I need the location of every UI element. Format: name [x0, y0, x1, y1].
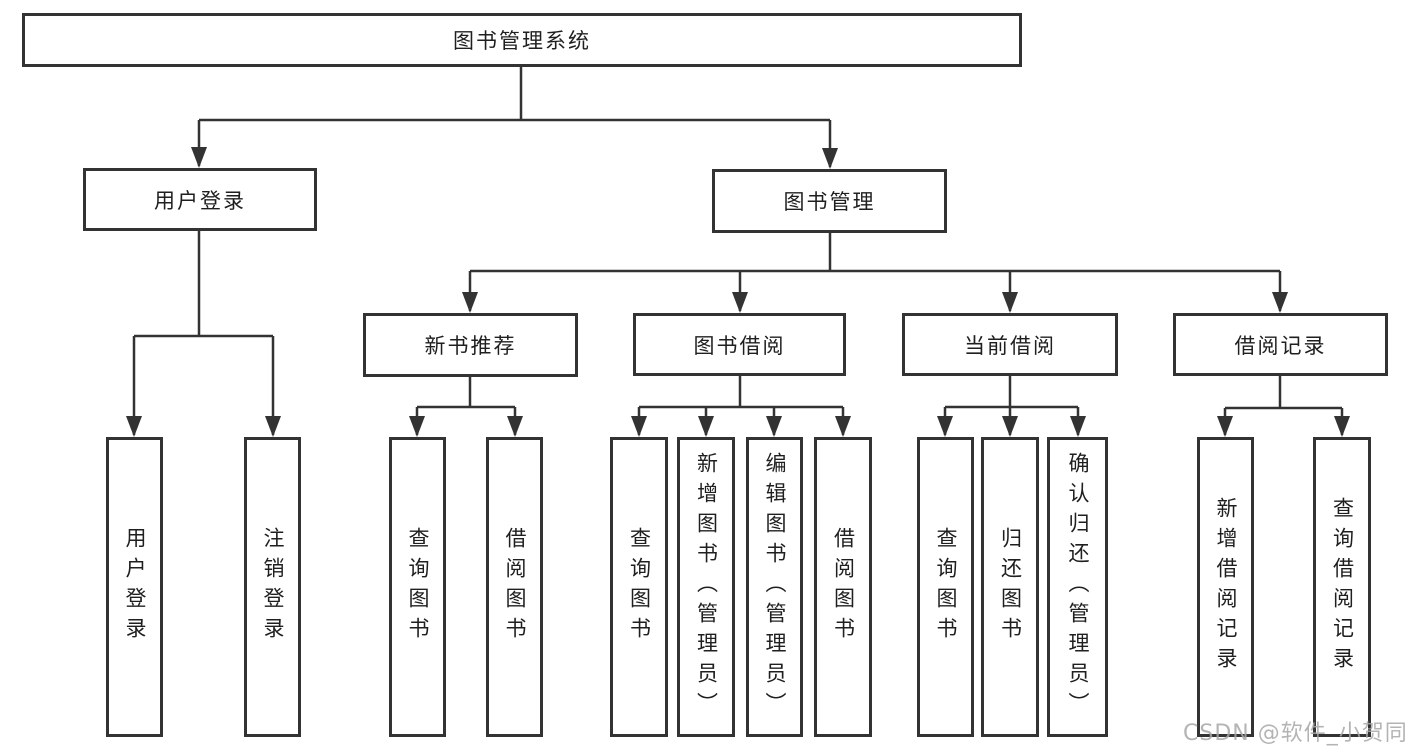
leaf-query-borrow-record: 查询借阅记录	[1313, 437, 1371, 737]
leaf-confirm-return-admin: 确认归还（管理员）	[1047, 437, 1108, 737]
leaf-add-borrow-record: 新增借阅记录	[1197, 437, 1254, 737]
leaf-add-books-admin: 新增图书（管理员）	[677, 437, 735, 737]
leaf-label: 新增图书（管理员）	[694, 452, 719, 722]
leaf-query-books-2: 查询图书	[610, 437, 668, 737]
node-new-book-recommend: 新书推荐	[363, 313, 578, 377]
node-label: 图书借阅	[693, 333, 786, 358]
leaf-label: 编辑图书（管理员）	[763, 452, 787, 722]
node-user-login: 用户登录	[83, 168, 317, 231]
leaf-label: 确认归还（管理员）	[1066, 452, 1090, 722]
leaf-label: 归还图书	[998, 527, 1023, 647]
node-label: 图书管理系统	[453, 29, 591, 53]
leaf-label: 借阅图书	[831, 527, 856, 647]
node-label: 用户登录	[154, 188, 246, 213]
leaf-borrow-books-2: 借阅图书	[814, 437, 872, 737]
leaf-query-books-3: 查询图书	[917, 437, 974, 737]
leaf-borrow-books: 借阅图书	[486, 437, 543, 737]
leaf-label: 查询图书	[934, 527, 958, 647]
node-book-management: 图书管理	[712, 169, 947, 233]
leaf-edit-books-admin: 编辑图书（管理员）	[746, 437, 803, 737]
leaf-label: 借阅图书	[503, 527, 527, 647]
node-label: 新书推荐	[424, 334, 517, 358]
leaf-label: 注销登录	[261, 527, 285, 647]
leaf-label: 查询借阅记录	[1330, 497, 1355, 677]
leaf-return-books: 归还图书	[981, 437, 1039, 737]
leaf-label: 用户登录	[123, 527, 147, 647]
leaf-label: 查询图书	[627, 527, 652, 647]
leaf-query-books: 查询图书	[389, 437, 446, 737]
leaf-label: 查询图书	[406, 527, 430, 647]
node-label: 图书管理	[783, 190, 876, 214]
leaf-label: 新增借阅记录	[1214, 497, 1238, 677]
leaf-user-login: 用户登录	[106, 437, 163, 737]
node-library-management-system: 图书管理系统	[22, 13, 1022, 67]
leaf-logout-login: 注销登录	[244, 437, 301, 737]
node-label: 当前借阅	[964, 333, 1056, 358]
node-label: 借阅记录	[1234, 333, 1327, 358]
watermark: CSDN @软件_小贺同学	[1183, 721, 1405, 746]
node-current-borrowing: 当前借阅	[902, 313, 1118, 376]
node-borrowing-records: 借阅记录	[1173, 313, 1388, 376]
node-book-borrowing: 图书借阅	[633, 313, 846, 376]
